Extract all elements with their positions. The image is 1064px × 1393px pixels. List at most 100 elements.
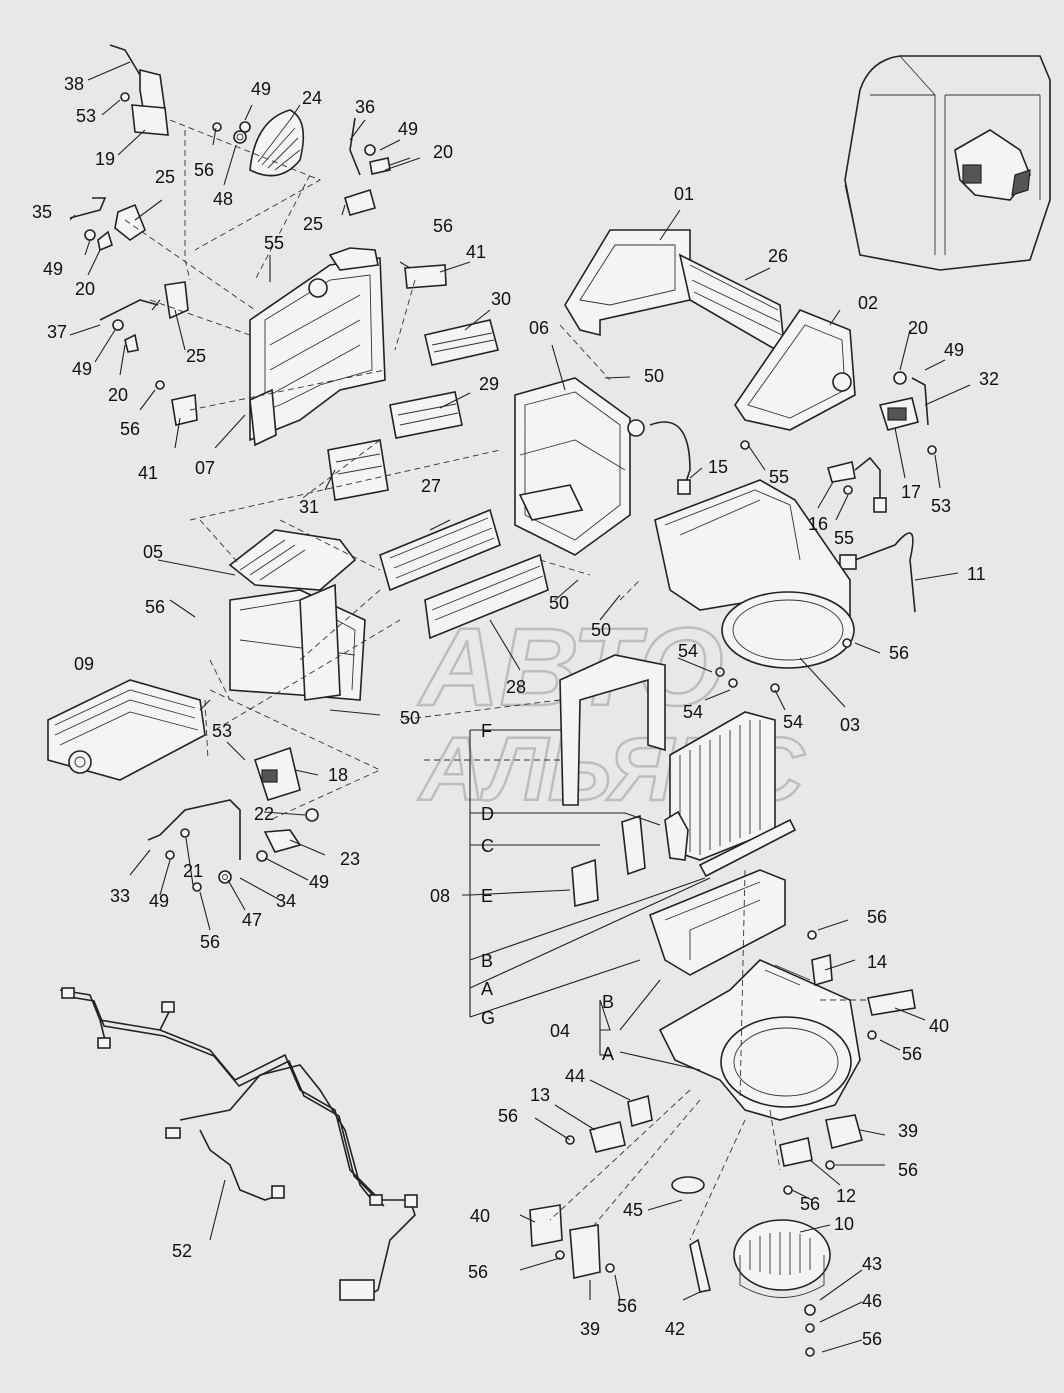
label-43: 43: [862, 1254, 882, 1274]
duct-01: [564, 229, 856, 431]
label-56: 56: [498, 1106, 518, 1126]
label-10: 10: [834, 1214, 854, 1234]
label-39: 39: [580, 1319, 600, 1339]
label-40: 40: [470, 1206, 490, 1226]
actuators-lower: [147, 746, 319, 892]
label-56: 56: [889, 643, 909, 663]
label-41: 41: [138, 463, 158, 483]
label-48: 48: [213, 189, 233, 209]
label-42: 42: [665, 1319, 685, 1339]
label-13: 13: [530, 1085, 550, 1105]
label-02: 02: [858, 293, 878, 313]
label-34: 34: [276, 891, 296, 911]
label-50: 50: [591, 620, 611, 640]
label-53: 53: [76, 106, 96, 126]
label-44: 44: [565, 1066, 585, 1086]
label-56: 56: [120, 419, 140, 439]
label-27: 27: [421, 476, 441, 496]
label-30: 30: [491, 289, 511, 309]
cab-inset: [844, 55, 1051, 271]
label-09: 09: [74, 654, 94, 674]
label-53: 53: [212, 721, 232, 741]
part-labels: 38 53 19 49 24 56 48 36 49 20 25 35 49 2…: [32, 74, 999, 1349]
label-28: 28: [506, 677, 526, 697]
label-40: 40: [929, 1016, 949, 1036]
label-49: 49: [398, 119, 418, 139]
label-20: 20: [75, 279, 95, 299]
evaporator-08: [559, 654, 797, 908]
label-54: 54: [783, 712, 803, 732]
heater-09: [47, 679, 206, 781]
label-26: 26: [768, 246, 788, 266]
label-45: 45: [623, 1200, 643, 1220]
label-05: 05: [143, 542, 163, 562]
label-12: 12: [836, 1186, 856, 1206]
housing-07: [249, 247, 386, 447]
actuators-right: [627, 371, 937, 613]
label-56: 56: [433, 216, 453, 236]
label-56: 56: [468, 1262, 488, 1282]
duct-06: [514, 377, 631, 556]
label-50: 50: [644, 366, 664, 386]
label-50: 50: [549, 593, 569, 613]
label-15: 15: [708, 457, 728, 477]
label-47: 47: [242, 910, 262, 930]
label-46: 46: [862, 1291, 882, 1311]
linkage-left: [69, 197, 198, 426]
label-50: 50: [400, 708, 420, 728]
label-20: 20: [108, 385, 128, 405]
label-33: 33: [110, 886, 130, 906]
label-56: 56: [898, 1160, 918, 1180]
label-31: 31: [299, 497, 319, 517]
label-24: 24: [302, 88, 322, 108]
label-25: 25: [155, 167, 175, 187]
label-19: 19: [95, 149, 115, 169]
blower-case-03: [654, 479, 855, 693]
label-20: 20: [908, 318, 928, 338]
label-54: 54: [683, 702, 703, 722]
label-21: 21: [183, 861, 203, 881]
dampers: [327, 264, 499, 501]
label-49: 49: [251, 79, 271, 99]
label-49: 49: [149, 891, 169, 911]
label-06: 06: [529, 318, 549, 338]
label-E: E: [481, 886, 493, 906]
label-A: A: [602, 1044, 614, 1064]
leader-lines: [69, 61, 971, 1353]
harness-52: [59, 987, 418, 1301]
label-38: 38: [64, 74, 84, 94]
label-56: 56: [862, 1329, 882, 1349]
label-56: 56: [194, 160, 214, 180]
label-G: G: [481, 1008, 495, 1028]
label-F: F: [481, 721, 492, 741]
label-01: 01: [674, 184, 694, 204]
label-37: 37: [47, 322, 67, 342]
label-25: 25: [186, 346, 206, 366]
label-36: 36: [355, 97, 375, 117]
label-41: 41: [466, 242, 486, 262]
label-56: 56: [145, 597, 165, 617]
label-A: A: [481, 979, 493, 999]
label-49: 49: [43, 259, 63, 279]
label-56: 56: [902, 1044, 922, 1064]
label-55: 55: [834, 528, 854, 548]
label-49: 49: [944, 340, 964, 360]
label-25: 25: [303, 214, 323, 234]
label-08: 08: [430, 886, 450, 906]
label-07: 07: [195, 458, 215, 478]
label-49: 49: [72, 359, 92, 379]
label-18: 18: [328, 765, 348, 785]
label-17: 17: [901, 482, 921, 502]
label-54: 54: [678, 641, 698, 661]
label-56: 56: [617, 1296, 637, 1316]
label-56: 56: [200, 932, 220, 952]
label-11: 11: [967, 564, 986, 584]
label-56: 56: [867, 907, 887, 927]
label-39: 39: [898, 1121, 918, 1141]
label-C: C: [481, 836, 494, 856]
label-29: 29: [479, 374, 499, 394]
label-20: 20: [433, 142, 453, 162]
label-04: 04: [550, 1021, 570, 1041]
label-52: 52: [172, 1241, 192, 1261]
